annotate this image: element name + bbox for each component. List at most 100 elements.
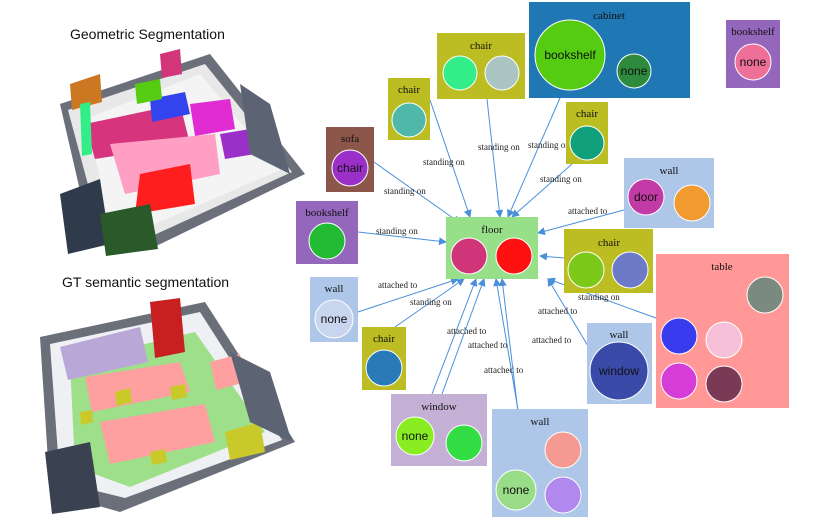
- node-floor: floor: [446, 217, 538, 279]
- node-title: chair: [373, 333, 395, 345]
- instance-circle: [534, 19, 606, 91]
- node-bookshelf_tr: bookshelf none: [726, 20, 780, 88]
- node-sofa: sofa chair: [326, 127, 374, 192]
- node-title: bookshelf: [305, 207, 349, 219]
- instance-circle: [569, 125, 605, 161]
- edge-chair_b-to-floor: [429, 99, 472, 218]
- edge-wall_door-to-floor: [537, 209, 625, 236]
- edge-window-to-floor: [431, 278, 478, 395]
- edge-label: standing on: [528, 140, 570, 150]
- nodes-layer: cabinet bookshelf none bookshelf none chair ch…: [296, 2, 789, 517]
- edge-label: standing on: [540, 174, 582, 184]
- geometric-segmentation-scene: [60, 49, 305, 256]
- edge-label: attached to: [568, 206, 608, 216]
- edge-label: standing on: [478, 142, 520, 152]
- instance-circle: [395, 416, 435, 456]
- instance-circle: [484, 55, 520, 91]
- instance-circle: [673, 184, 711, 222]
- node-title: chair: [470, 40, 492, 52]
- node-chair_bl: chair: [362, 327, 406, 390]
- node-table: table: [656, 254, 789, 408]
- edge-chair_c-to-floor: [511, 163, 573, 218]
- instance-label: door: [634, 190, 658, 204]
- instance-circle: [442, 55, 478, 91]
- edge-label: standing on: [384, 186, 426, 196]
- edge-label: standing on: [410, 297, 452, 307]
- node-title: window: [421, 401, 457, 413]
- edge-label: standing on: [423, 157, 465, 167]
- node-title: chair: [598, 237, 620, 249]
- node-chair_top: chair: [437, 33, 525, 99]
- edge-window-to-floor: [441, 278, 486, 395]
- node-chair_b: chair: [388, 78, 430, 140]
- node-wall_bottom: wall none: [492, 409, 588, 517]
- node-title: cabinet: [593, 10, 625, 22]
- edges-layer: standing on standing on standing on standin…: [357, 97, 657, 471]
- node-title: wall: [325, 283, 344, 295]
- edge-label: attached to: [378, 280, 418, 290]
- edge-label: attached to: [468, 340, 508, 350]
- instance-circle: [660, 317, 698, 355]
- edge-label: attached to: [538, 306, 578, 316]
- node-bookshelf_left: bookshelf: [296, 201, 358, 264]
- edge-label: attached to: [484, 365, 524, 375]
- instance-label: none: [402, 429, 429, 443]
- gt-semantic-segmentation-title: GT semantic segmentation: [62, 274, 230, 290]
- instance-circle: [589, 341, 649, 401]
- edge-chair_right-to-floor: [539, 252, 565, 261]
- edge-chair_bl-to-floor: [394, 278, 465, 328]
- instance-circle: [331, 149, 369, 187]
- instance-label: none: [740, 55, 767, 69]
- instance-circle: [495, 469, 537, 511]
- instance-label: chair: [337, 161, 363, 175]
- node-window: window none: [391, 394, 487, 466]
- instance-circle: [705, 321, 743, 359]
- instance-circle: [365, 349, 403, 387]
- instance-circle: [567, 251, 605, 289]
- instance-circle: [450, 237, 488, 275]
- instance-label: none: [621, 64, 648, 78]
- node-chair_c: chair: [566, 102, 608, 164]
- edge-wall_bottom-to-floor: [493, 278, 519, 411]
- node-cabinet: cabinet bookshelf none: [529, 2, 690, 98]
- node-wall_door: wall door: [624, 158, 714, 228]
- node-title: wall: [531, 416, 550, 428]
- instance-circle: [544, 476, 582, 514]
- instance-label: none: [503, 483, 530, 497]
- node-title: sofa: [341, 133, 359, 145]
- node-title: table: [711, 261, 732, 273]
- edge-cabinet-to-floor: [507, 97, 561, 218]
- node-wall_left: wall none: [310, 277, 358, 342]
- instance-circle: [495, 237, 533, 275]
- node-title: floor: [481, 224, 503, 236]
- instance-circle: [445, 424, 483, 462]
- instance-circle: [544, 431, 582, 469]
- instance-label: bookshelf: [544, 48, 596, 62]
- edge-wall_left-to-floor: [357, 277, 459, 313]
- edge-wall_window-to-floor: [547, 278, 589, 347]
- edge-sofa-to-floor: [373, 161, 461, 224]
- instance-circle: [616, 53, 652, 89]
- instance-label: none: [321, 312, 348, 326]
- node-title: wall: [610, 329, 629, 341]
- instance-circle: [705, 365, 743, 403]
- edge-label: standing on: [376, 226, 418, 236]
- node-title: wall: [660, 165, 679, 177]
- instance-circle: [391, 102, 427, 138]
- instance-circle: [627, 178, 665, 216]
- node-title: bookshelf: [731, 26, 775, 38]
- instance-circle: [660, 362, 698, 400]
- geometric-segmentation-title: Geometric Segmentation: [70, 26, 225, 42]
- edge-label: attached to: [447, 326, 487, 336]
- edge-label: standing on: [578, 292, 620, 302]
- edge-chair_top-to-floor: [486, 98, 504, 218]
- edge-label: attached to: [532, 335, 572, 345]
- instance-circle: [611, 251, 649, 289]
- instance-circle: [746, 276, 784, 314]
- edge-bookshelf_left-to-floor: [357, 231, 447, 246]
- gt-semantic-segmentation-scene: [40, 298, 295, 514]
- instance-label: window: [598, 364, 639, 378]
- node-wall_window: wall window: [587, 323, 652, 404]
